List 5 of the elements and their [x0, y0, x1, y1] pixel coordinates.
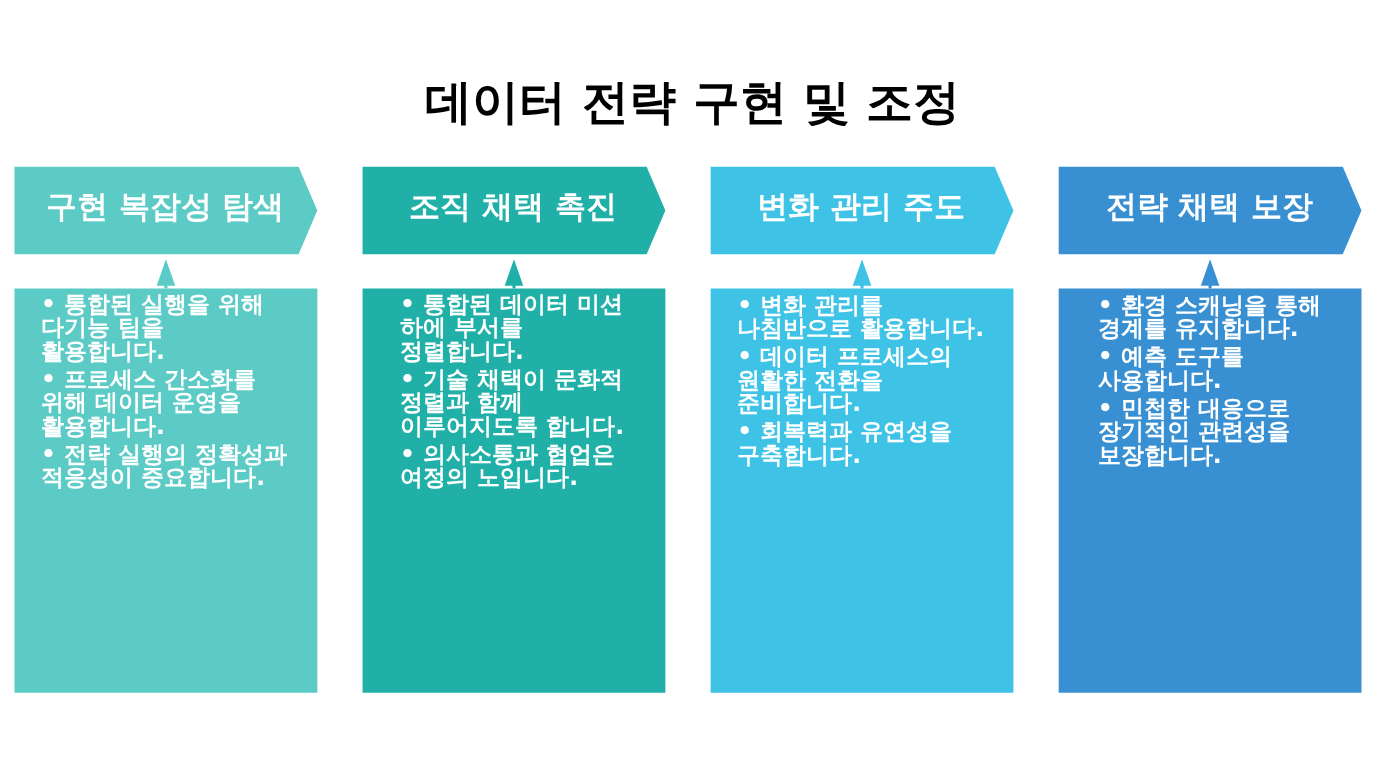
diagram-title: 데이터 전략 구현 및 조정	[425, 74, 961, 129]
node-box: • 환경 스캐닝을 통해 경계를 유지합니다. • 예측 도구를 사용합니다. • 민첩한 대응으로 장기적인 관련성을 보장합니다.	[1058, 288, 1362, 693]
node-box: • 통합된 데이터 미션 하에 부서를 정렬합니다. • 기술 채택이 문화적 정렬과 함께 이루어지도록 합니다. • 의사소통과 협업은 여정의 노입니다.	[362, 288, 666, 693]
node-box: • 통합된 실행을 위해 다기능 팀을 활용합니다. • 프로세스 간소화를 위해 데이터 운영을 활용합니다. • 전략 실행의 정확성과 적응성이 중요합니다.	[14, 288, 318, 693]
node-box: • 변화 관리를 나침반으로 활용합니다. • 데이터 프로세스의 원활한 전환을 준비합니다. • 회복력과 유연성을 구축합니다.	[710, 288, 1014, 693]
